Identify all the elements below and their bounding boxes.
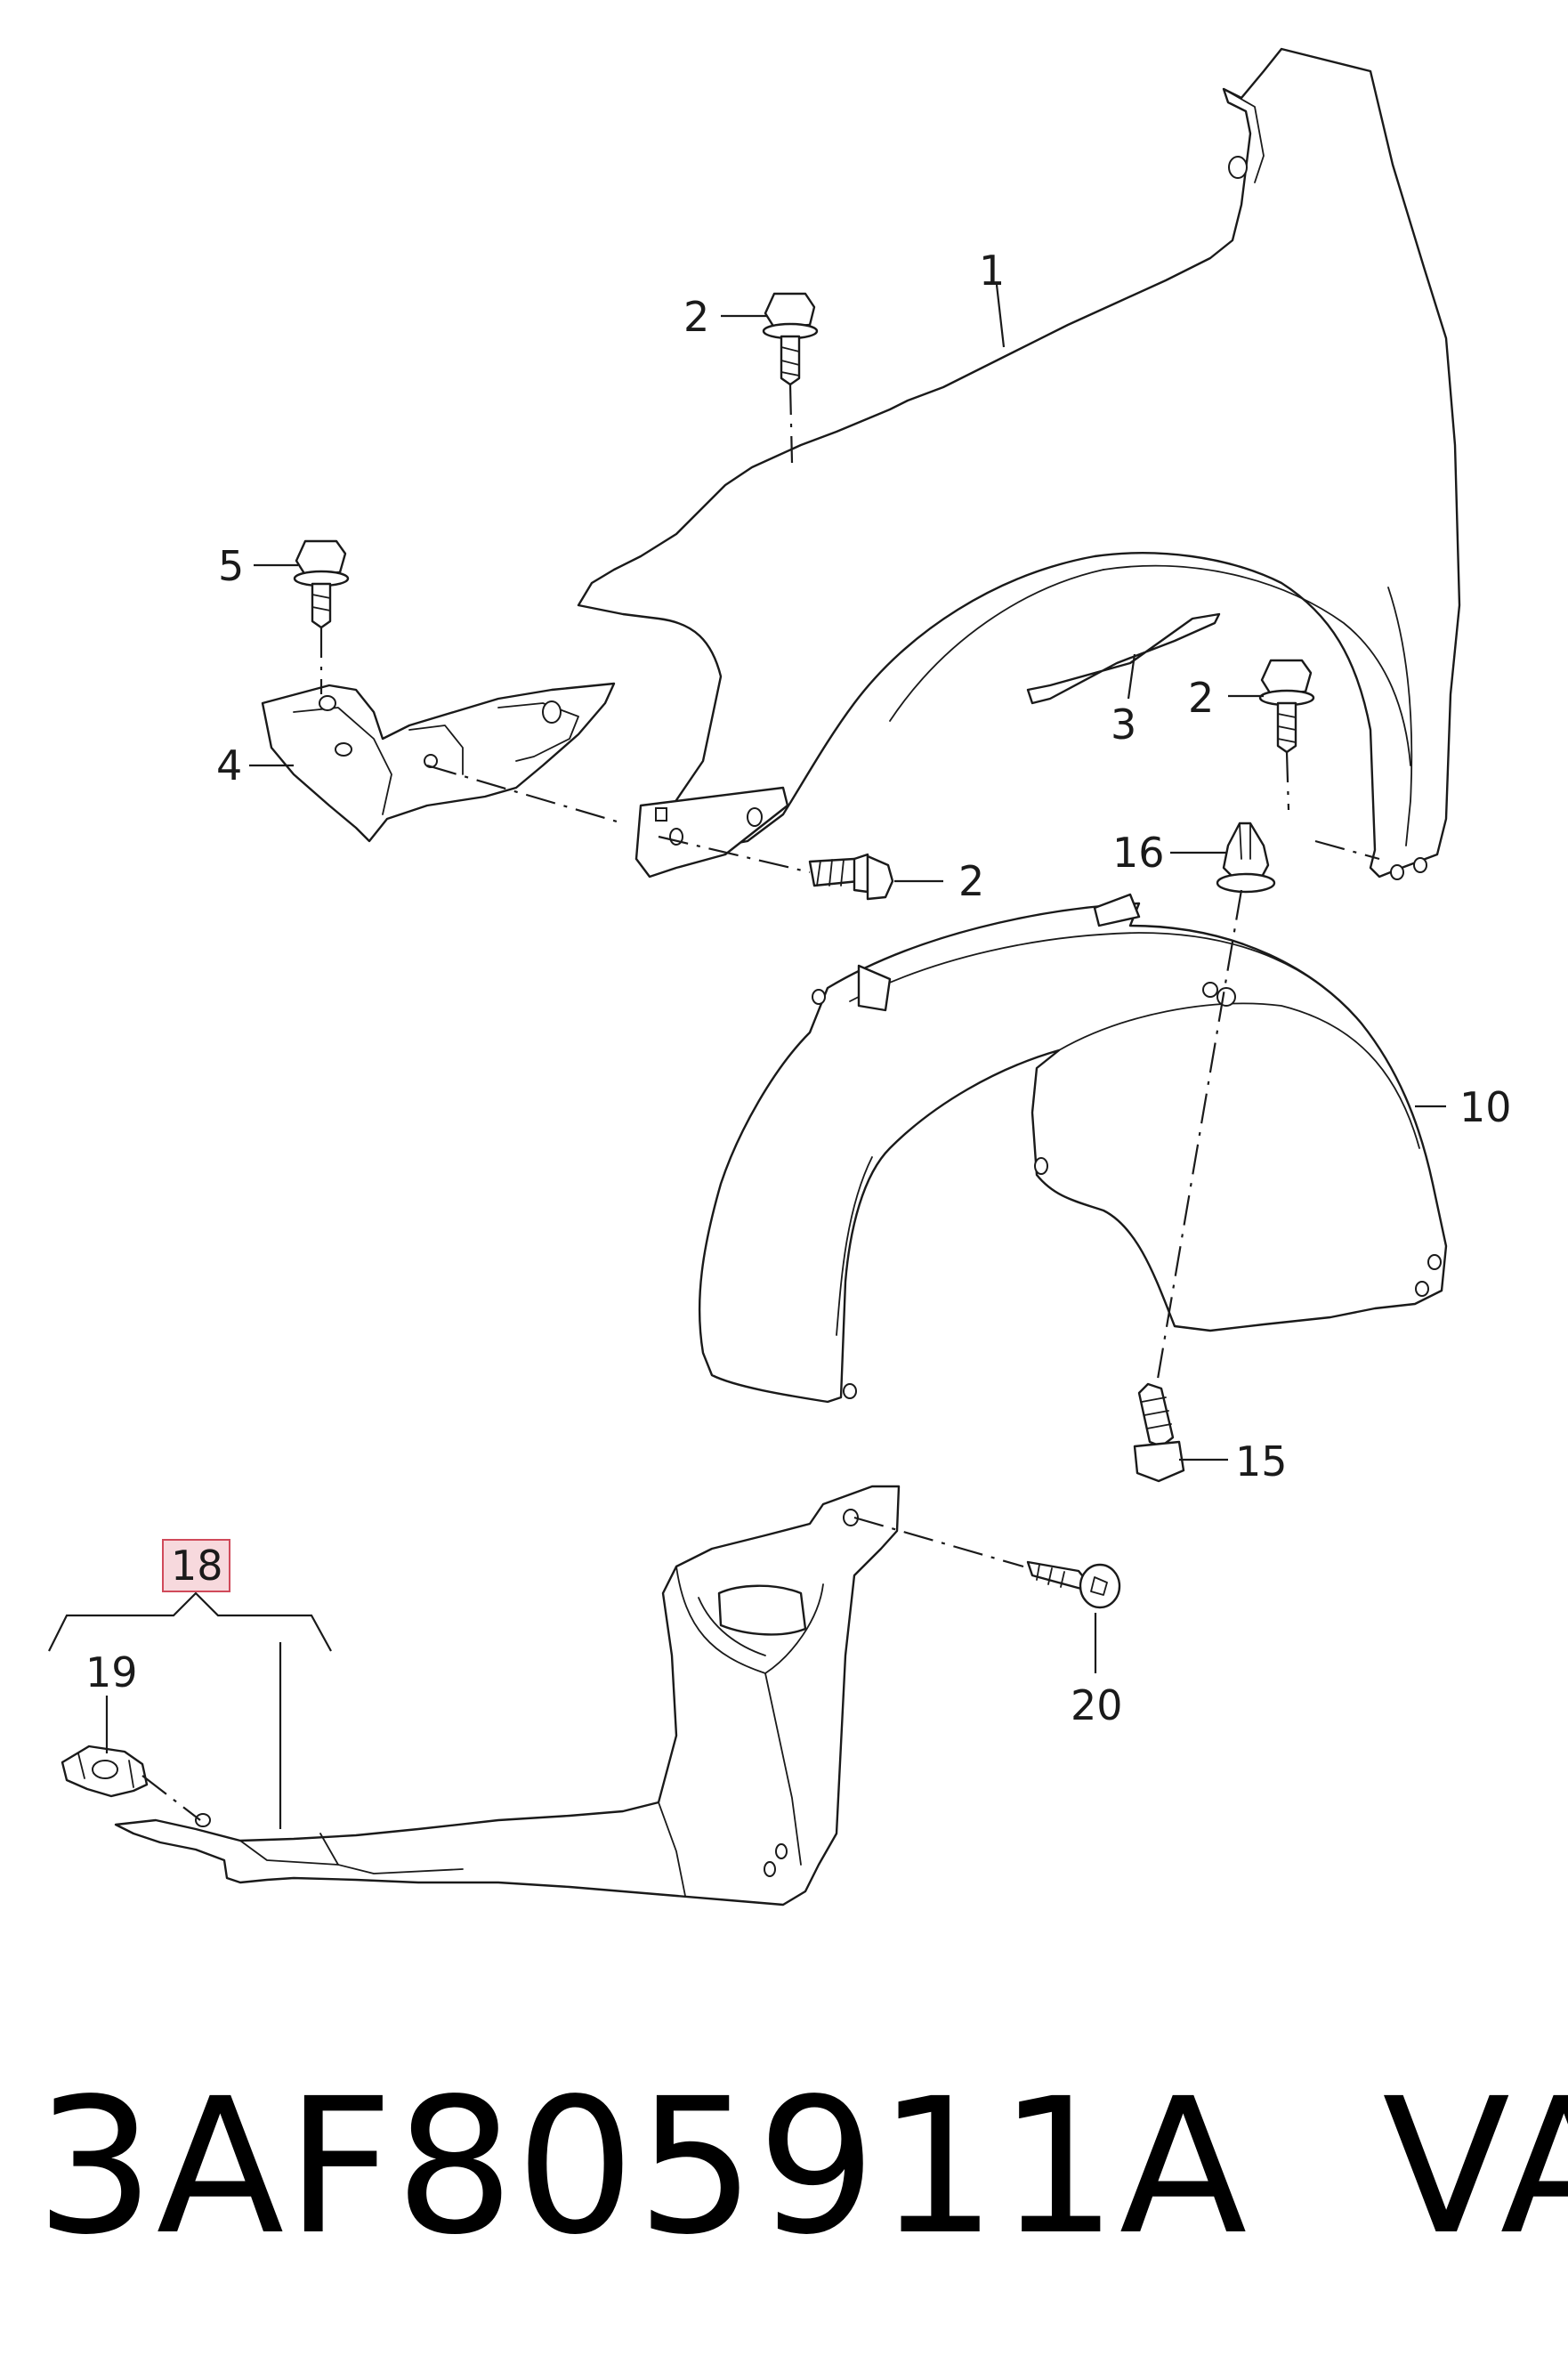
brand-label: VAG (1382, 2058, 1568, 2276)
fender-strip (1026, 612, 1221, 705)
callout-5: 5 (218, 542, 244, 590)
bolt-2-top (762, 292, 819, 386)
mounting-bracket (261, 682, 616, 843)
callout-2-top: 2 (683, 293, 709, 341)
screw-15 (1133, 1382, 1185, 1483)
callout-18-highlight (162, 1539, 230, 1592)
front-fender (577, 47, 1461, 880)
bolt-2-horizontal (808, 853, 894, 901)
callout-10: 10 (1459, 1083, 1512, 1131)
callout-1: 1 (979, 247, 1005, 295)
bolt-5 (293, 539, 350, 629)
callout-18: 18 (171, 1542, 223, 1590)
underbody-shield (114, 1485, 901, 1907)
part-number-footer: 3AF805911A VAG (36, 2058, 1568, 2276)
callout-2-bottom: 2 (958, 857, 984, 905)
clip-16 (1216, 822, 1276, 894)
callout-16: 16 (1112, 829, 1165, 877)
callout-3: 3 (1111, 700, 1136, 749)
part-number: 3AF805911A (36, 2058, 1249, 2276)
screw-20 (1026, 1560, 1121, 1609)
callout-19: 19 (85, 1648, 138, 1696)
wheel-housing-liner (698, 893, 1448, 1404)
bolt-2-right (1258, 659, 1315, 754)
callout-15: 15 (1235, 1437, 1288, 1486)
callout-2-right: 2 (1188, 674, 1214, 722)
speed-nut-19 (61, 1745, 149, 1798)
callout-4: 4 (216, 741, 242, 789)
callout-labels: 1 2 5 4 3 2 2 16 10 15 18 19 20 (85, 247, 1512, 1729)
callout-20: 20 (1071, 1681, 1123, 1729)
leader-lines (48, 284, 1446, 1829)
